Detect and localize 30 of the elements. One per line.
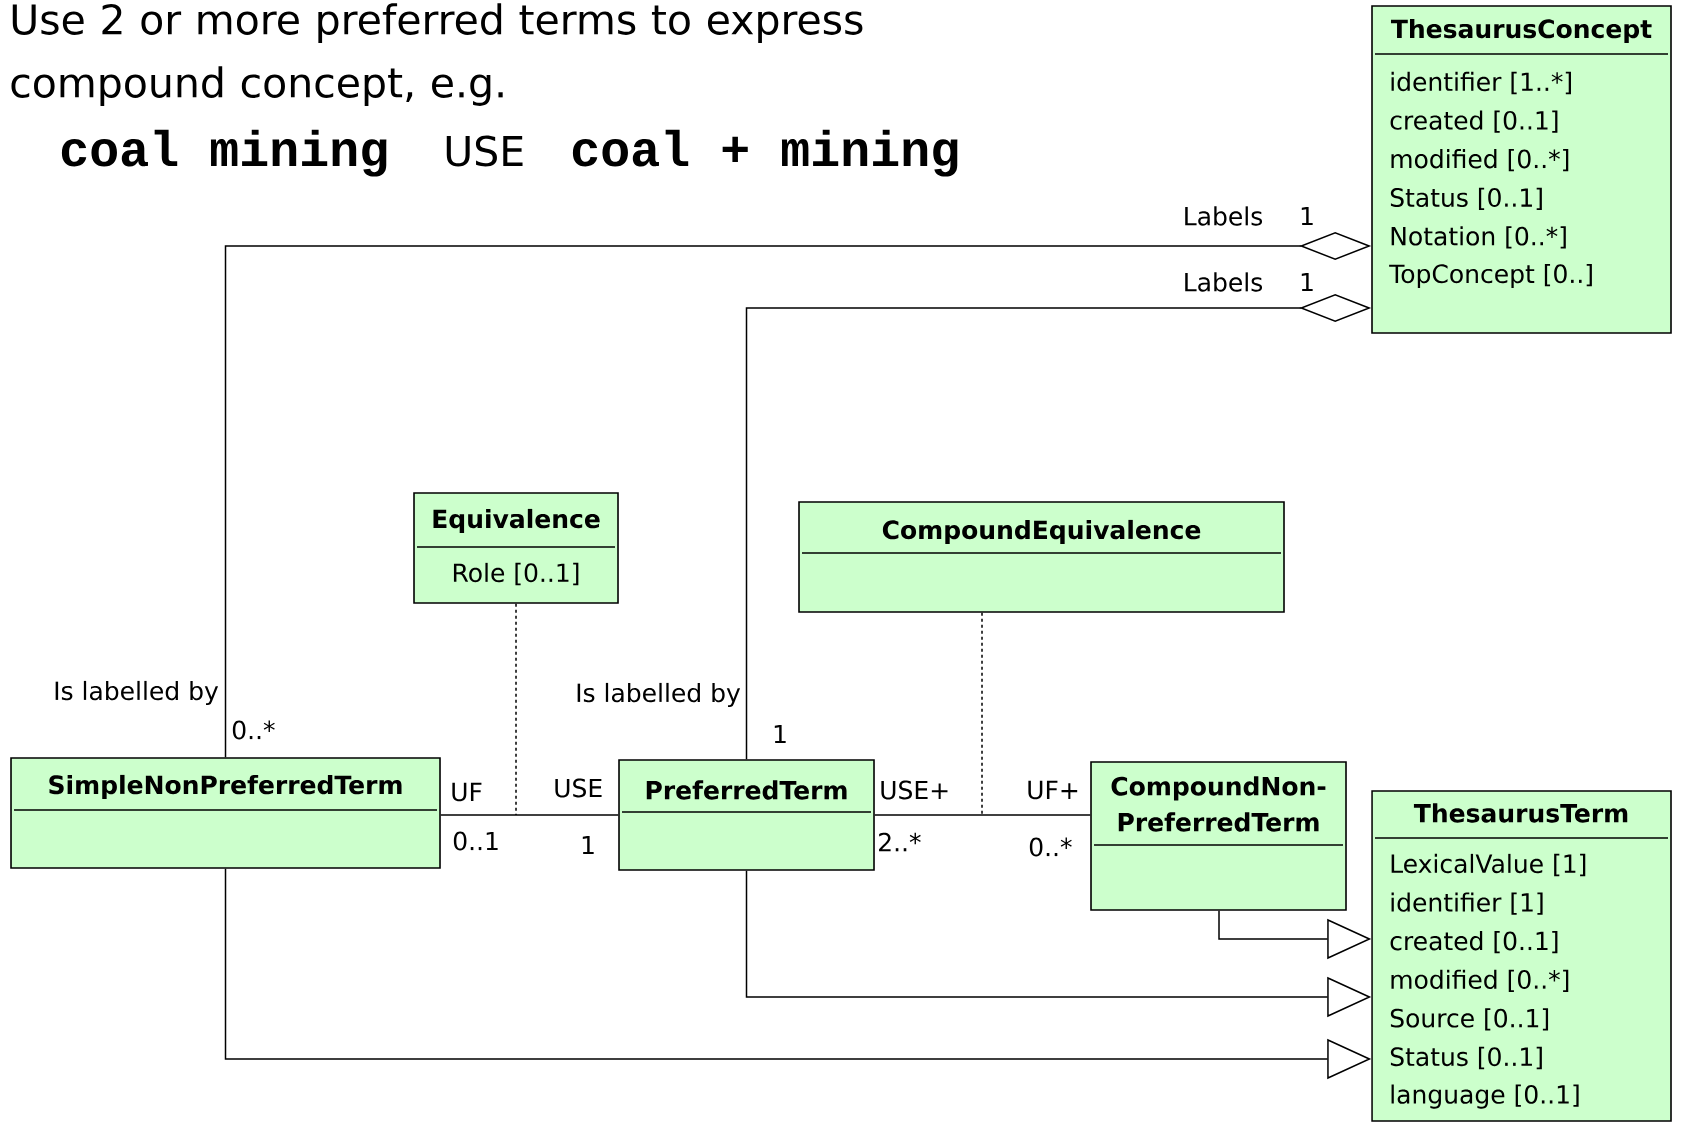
multiplicity-label: 1: [582, 835, 594, 855]
code-text: coal mining: [61, 129, 387, 177]
role-label: UF+: [1028, 780, 1078, 800]
class-box: PreferredTerm: [618, 759, 875, 871]
association-line: [874, 814, 1091, 816]
dotted-line: [515, 603, 517, 816]
note-text: USE: [446, 135, 523, 167]
class-box: SimpleNonPreferredTerm: [10, 757, 441, 869]
multiplicity-label: 0..1: [453, 831, 498, 851]
role-label: Labels: [1185, 272, 1263, 292]
multiplicity-label: 1: [1301, 206, 1313, 226]
class-box: CompoundEquivalence: [798, 501, 1285, 613]
multiplicity-label: 1: [1301, 272, 1313, 292]
class-box: Equivalence Role [0..1]: [413, 492, 619, 604]
role-label: USE: [555, 778, 602, 798]
dotted-line: [981, 612, 983, 816]
class-box: ThesaurusTerm LexicalValue [1] identifier [1] created [0..1] modified [0..*] Source [0..1] Status [0..1] language [0..1]: [1371, 790, 1672, 1122]
multiplicity-label: 0..*: [232, 720, 275, 740]
role-label: Is labelled by: [577, 682, 741, 708]
code-text: coal + mining: [572, 129, 958, 177]
role-label: USE+: [881, 780, 948, 800]
role-label: Labels: [1185, 206, 1263, 226]
association-line: [440, 814, 619, 816]
role-label: UF: [452, 782, 482, 802]
class-box: CompoundNon-PreferredTerm: [1090, 761, 1347, 911]
class-box: ThesaurusConcept identifier [1..*] created [0..1] modified [0..*] Status [0..1] Notation [0..*] TopConcept [0..]: [1371, 5, 1672, 334]
multiplicity-label: 0..*: [1029, 837, 1072, 857]
role-label: Is labelled by: [55, 680, 219, 706]
multiplicity-label: 2..*: [879, 832, 921, 852]
note-text: Use 2 or more preferred terms to express compound concept, e.g.: [11, 3, 863, 106]
